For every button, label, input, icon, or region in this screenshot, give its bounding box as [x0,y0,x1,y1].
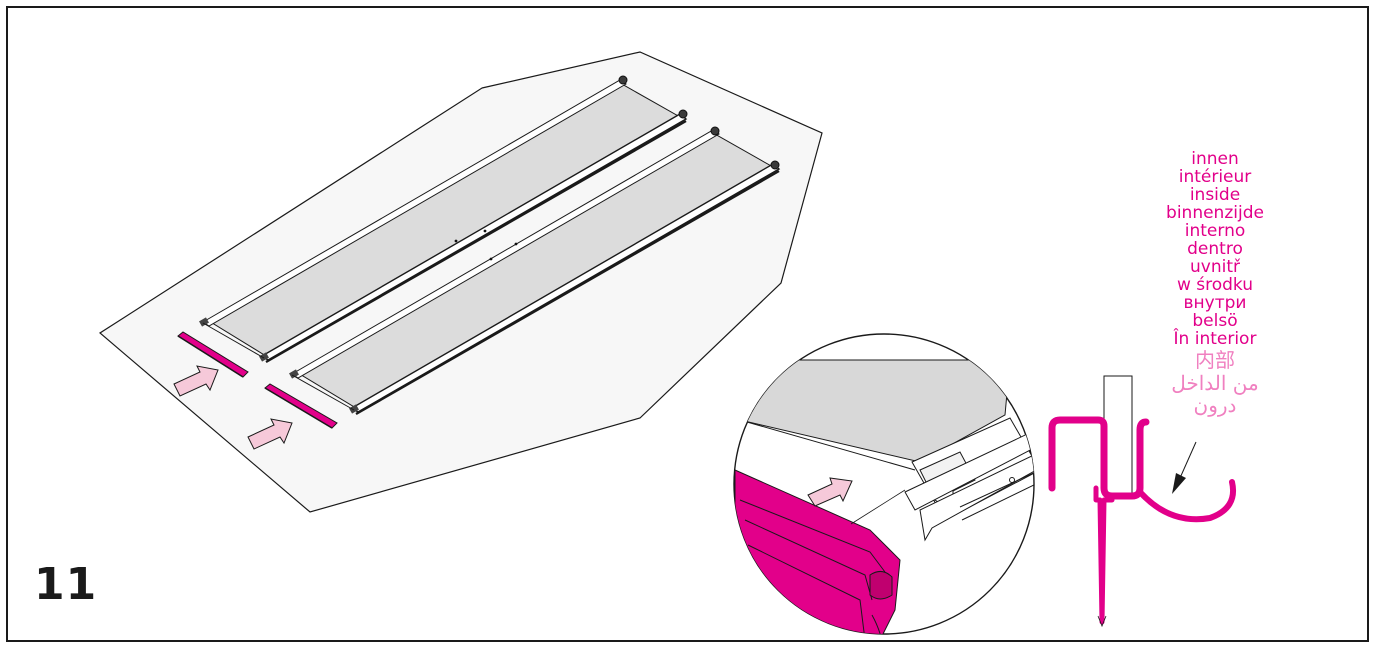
label-russian: внутри [1183,293,1247,313]
label-polish: w środku [1176,275,1254,295]
label-italian: interno [1184,221,1246,241]
step-number: 11 [34,559,98,610]
label-romanian: În interior [1173,329,1257,349]
black-arrow-icon [1172,441,1197,494]
screw-cap-icon [618,75,628,85]
label-hungarian: belsö [1192,311,1238,331]
label-english: inside [1189,185,1241,205]
pink-arrow-icon [173,365,219,397]
screw-cap-icon [770,160,780,170]
pink-profile-1 [177,331,249,378]
label-persian: درون [1193,393,1237,417]
label-german: innen [1191,149,1239,169]
profile-cross-section [1048,375,1236,628]
label-czech: uvnitř [1190,257,1240,277]
screw-cap-icon [678,109,688,119]
label-chinese: 内部 [1195,348,1235,372]
screen-panel-2 [289,126,781,416]
pink-arrow-icon [807,477,853,507]
label-french: intérieur [1178,167,1252,187]
label-dutch: binnenzijde [1166,203,1264,223]
pink-profile-2 [264,383,338,429]
detail-magnifier [733,333,1035,635]
screen-panel-1 [199,75,688,364]
label-spanish: dentro [1187,239,1243,259]
label-arabic: من الداخل [1171,371,1259,395]
screw-cap-icon [710,126,720,136]
inside-label-list: innen intérieur inside binnenzijde inter… [1130,150,1300,416]
pink-arrow-icon [247,418,293,450]
